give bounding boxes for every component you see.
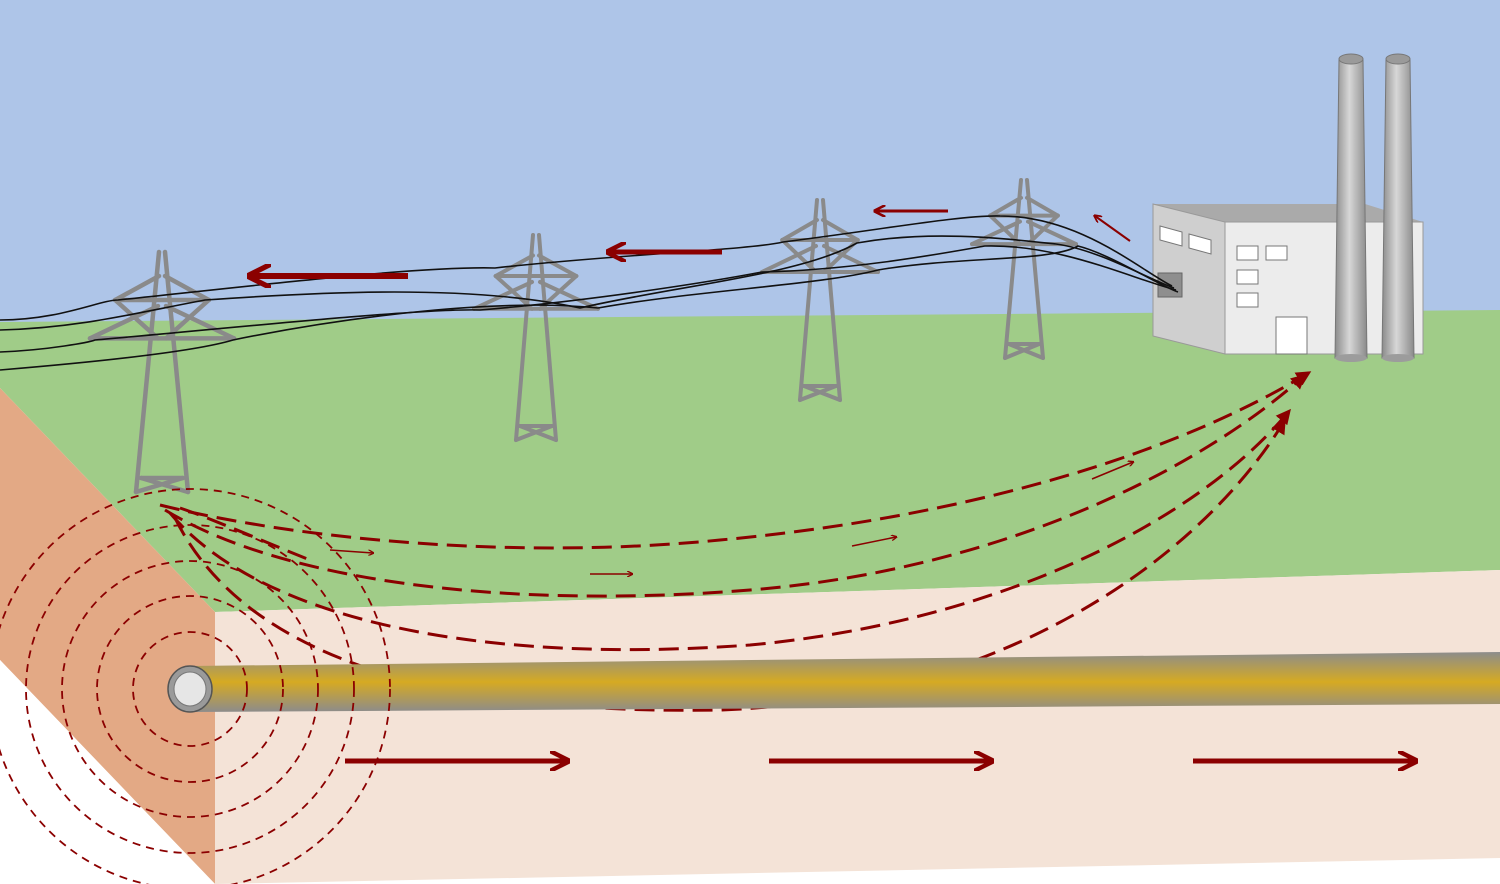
field-ring (0, 488, 391, 884)
tower-member (163, 303, 237, 341)
tower-member (802, 384, 842, 402)
blank-corner (0, 660, 215, 884)
return-current-path (164, 373, 1307, 598)
line-current-arrow (1095, 216, 1131, 242)
tower-member (514, 233, 535, 442)
pipe-body (190, 652, 1500, 712)
tower-member (780, 238, 818, 274)
overhead-wires (0, 215, 1179, 371)
wire (0, 235, 1175, 331)
tower-member (112, 297, 161, 341)
transmission-tower-1 (87, 249, 237, 495)
tower-member (780, 218, 819, 242)
tower-member (1006, 342, 1045, 360)
buried-pipeline (167, 652, 1500, 713)
tower-member (988, 195, 1023, 218)
return-current-path (179, 506, 311, 562)
chimney-2 (1381, 53, 1415, 362)
transmission-tower-4 (970, 178, 1078, 360)
ground-return-current-paths (159, 370, 1312, 712)
return-current-path (159, 370, 1312, 550)
tower-member (970, 219, 1022, 247)
power-plant (1152, 53, 1424, 362)
plant-window (1236, 245, 1259, 261)
tower-member (112, 273, 162, 303)
plant-side-window (1188, 233, 1212, 255)
tower-member (518, 424, 558, 442)
plant-window (1236, 292, 1259, 308)
plant-side-window (1159, 225, 1183, 247)
pipe-end-opening (173, 671, 207, 707)
tower-member (162, 249, 191, 495)
tower-member (822, 244, 880, 274)
overhead-line-current-arrows (252, 211, 1131, 276)
field-ring (96, 595, 284, 783)
ground-surface (0, 310, 1500, 612)
field-ring (132, 631, 248, 747)
tower-member (138, 475, 191, 495)
tower-member (162, 273, 212, 303)
tower-member (798, 198, 819, 402)
surface-arrow (329, 549, 373, 553)
surface-arrow (1091, 462, 1133, 480)
field-ring (25, 524, 355, 854)
pipe-field-rings (0, 488, 391, 884)
tower-member (821, 218, 860, 242)
tower-member (163, 297, 212, 341)
tower-member (133, 249, 162, 495)
tower-member (1025, 178, 1045, 360)
tower-member (1026, 213, 1060, 247)
tower-member (537, 233, 558, 442)
tower-member (821, 198, 842, 402)
tower-member (472, 280, 534, 311)
return-current-path (173, 418, 1287, 712)
tower-member (538, 280, 600, 311)
wire (0, 245, 1177, 353)
tower-member (537, 253, 579, 278)
tower-member (760, 244, 818, 274)
field-ring (61, 560, 319, 818)
return-current-path (168, 408, 1292, 652)
chimney-1 (1334, 53, 1368, 362)
wire (0, 245, 1179, 371)
tower-member (1025, 195, 1060, 218)
tower-member (493, 274, 534, 311)
plant-window (1265, 245, 1288, 261)
tower-member (1003, 178, 1023, 360)
plant-door (1275, 316, 1308, 355)
tower-member (1026, 219, 1078, 247)
soil-side-section (0, 388, 215, 884)
plant-window (1236, 269, 1259, 285)
soil-front-section (215, 570, 1500, 884)
surface-arrow (851, 537, 896, 547)
surface-current-arrows (329, 462, 1133, 574)
